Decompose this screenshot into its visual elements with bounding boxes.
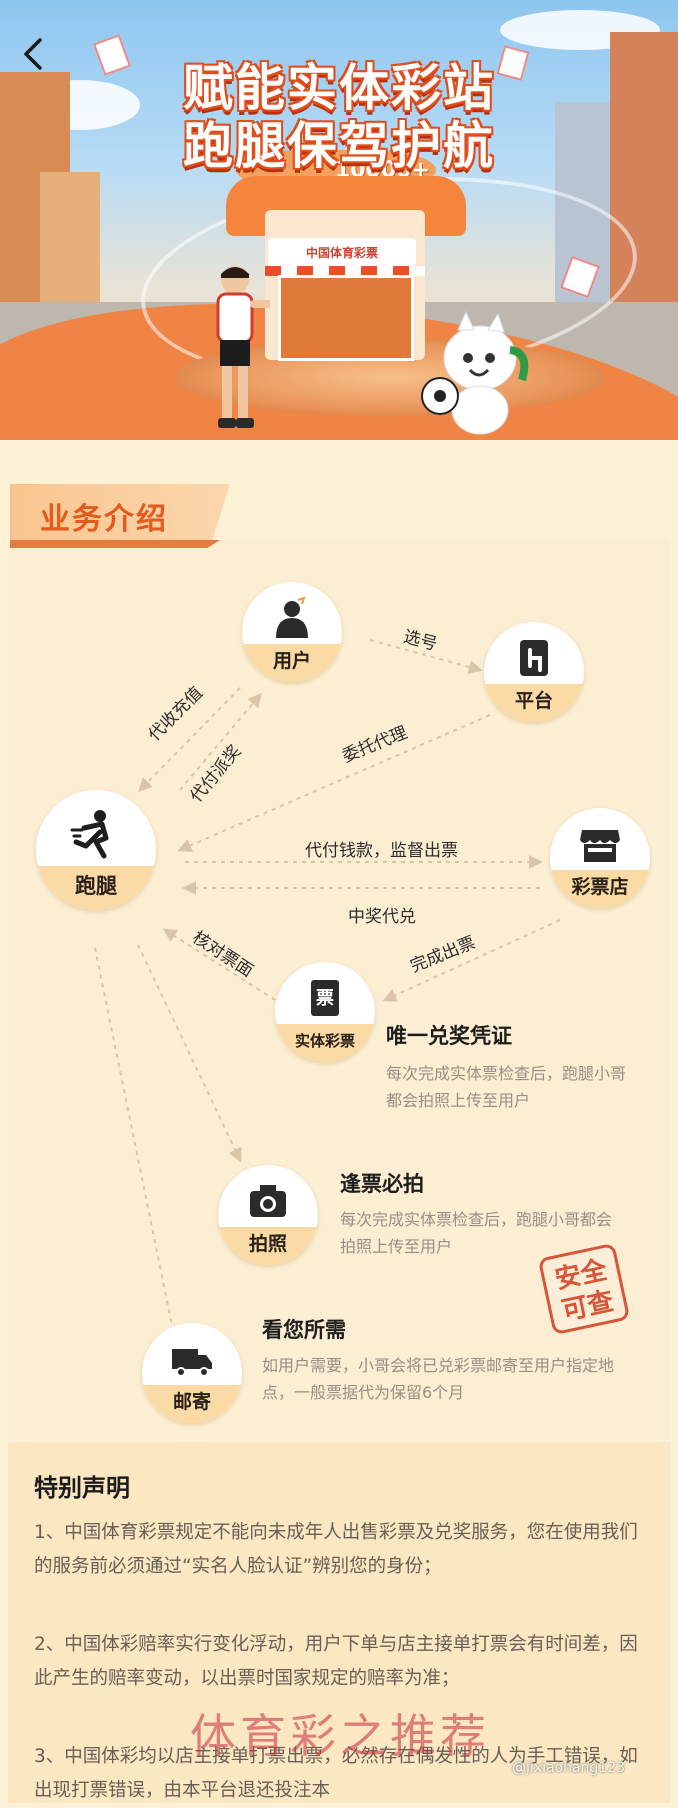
mascot-illustration: [421, 310, 529, 435]
back-button[interactable]: [16, 34, 52, 74]
node-lottery-store-label: 彩票店: [550, 870, 650, 908]
special-notice-title: 特别声明: [34, 1474, 130, 1502]
safe-verifiable-stamp: 安全 可查: [537, 1242, 631, 1336]
delivery-truck-icon: [172, 1349, 212, 1377]
camera-icon: [250, 1185, 286, 1217]
user-icon: [276, 596, 308, 638]
flow-label-pay-supervise: 代付钱款，监督出票: [305, 841, 458, 861]
feature-desc-unique-proof: 每次完成实体票检查后，跑腿小哥都会拍照上传至用户: [386, 1064, 627, 1110]
ticket-icon: [311, 980, 339, 1016]
building: [610, 32, 678, 332]
node-physical-ticket-label: 实体彩票: [275, 1024, 375, 1062]
feature-title-unique-proof: 唯一兑奖凭证: [386, 1024, 512, 1048]
flow-diagram-arrows: [94, 639, 561, 1343]
node-user-label: 用户: [242, 644, 342, 682]
node-platform-label: 平台: [484, 684, 584, 722]
node-runner-label: 跑腿: [36, 866, 156, 910]
kiosk-sign: 中国体育彩票: [268, 238, 416, 266]
feature-desc-every-ticket-photo: 每次完成实体票检查后，跑腿小哥都会拍照上传至用户: [340, 1210, 613, 1256]
node-physical-ticket[interactable]: 票 实体彩票: [275, 962, 375, 1062]
section-title-banner-shadow: [10, 540, 220, 548]
node-mail[interactable]: 邮寄: [142, 1323, 242, 1423]
touch-phone-icon: [520, 640, 548, 676]
node-runner[interactable]: 跑腿: [36, 790, 156, 910]
hero-banner: 10000+ 中国体育彩票 赋能实体彩站 跑腿保驾护航: [0, 0, 678, 482]
flow-label-prize-redeem: 中奖代兑: [348, 907, 416, 927]
running-person-icon: [70, 810, 109, 859]
feature-desc-on-demand: 如用户需要，小哥会将已兑彩票邮寄至用户指定地点，一般票据代为保留6个月: [262, 1356, 615, 1402]
section-title: 业务介绍: [40, 502, 168, 537]
node-user[interactable]: 用户: [242, 582, 342, 682]
feature-title-on-demand: 看您所需: [262, 1318, 346, 1342]
kiosk-awning: [265, 266, 425, 276]
watermark-handle: @jixiaohang123: [512, 1760, 626, 1776]
node-lottery-store[interactable]: 彩票店: [550, 808, 650, 908]
watermark-overlay-text: 体育彩之推荐: [190, 1709, 490, 1763]
notice-paragraph-1: 1、中国体育彩票规定不能向未成年人出售彩票及兑奖服务，您在使用我们的服务前必须通…: [34, 1522, 638, 1577]
special-notice-card: [8, 1442, 670, 1803]
node-mail-label: 邮寄: [142, 1385, 242, 1423]
hero-title-line2: 跑腿保驾护航: [183, 117, 495, 175]
kiosk-window: [278, 275, 414, 361]
node-photo-label: 拍照: [218, 1227, 318, 1265]
store-icon: [580, 830, 620, 862]
node-photo[interactable]: 拍照: [218, 1165, 318, 1265]
chevron-left-icon: [24, 38, 42, 70]
feature-title-every-ticket-photo: 逢票必拍: [340, 1172, 424, 1196]
runner-character-illustration: [216, 266, 270, 428]
notice-paragraph-2: 2、中国体彩赔率实行变化浮动，用户下单与店主接单打票会有时间差，因此产生的赔率变…: [34, 1634, 638, 1689]
ticket-icon-glyph: 票: [316, 988, 334, 1009]
node-platform[interactable]: 平台: [484, 622, 584, 722]
notice-paragraph-3: 3、中国体彩均以店主接单打票出票，必然存在偶发性的人为手工错误，如出现打票错误，…: [34, 1746, 638, 1801]
section-title-banner: [10, 484, 230, 540]
hero-title-line1: 赋能实体彩站: [183, 59, 495, 117]
